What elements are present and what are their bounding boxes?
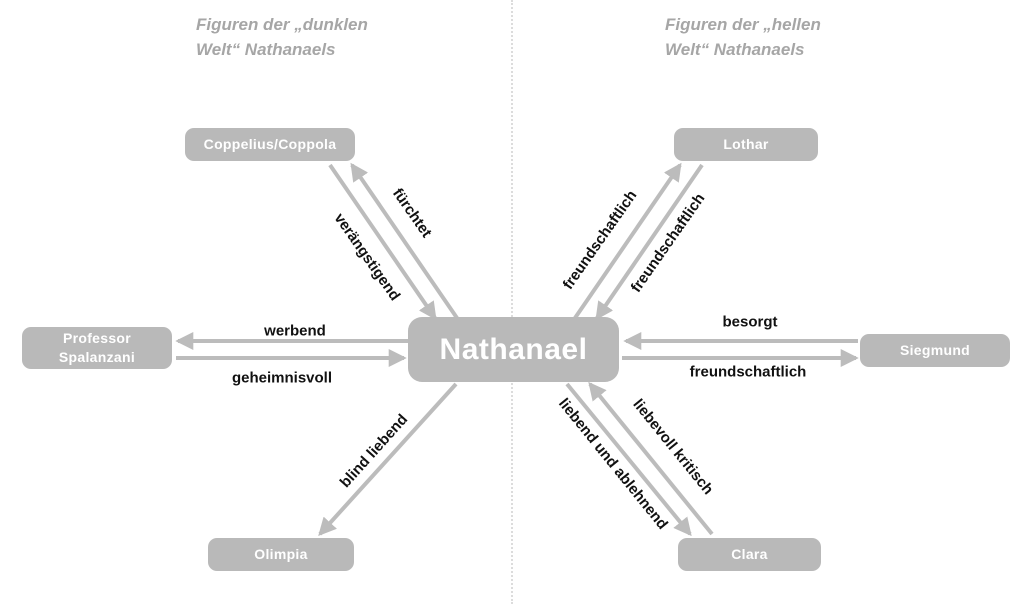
heading-bright-world-line1: Figuren der „hellen (665, 15, 821, 34)
heading-dark-world-line2: Welt“ Nathanaels (196, 40, 336, 59)
node-lothar: Lothar (674, 128, 818, 161)
edge-line-fuerchtet (350, 162, 459, 320)
edge-line-veraengstigend (328, 163, 437, 321)
node-clara: Clara (678, 538, 821, 571)
edge-line-blind_liebend (318, 382, 458, 537)
heading-bright-world: Figuren der „hellen Welt“ Nathanaels (665, 12, 821, 62)
edge-line-liebevoll_kritisch (588, 381, 714, 536)
node-coppelius-coppola: Coppelius/Coppola (185, 128, 355, 161)
edge-line-liebend_und_ablehnend (565, 382, 692, 537)
node-siegmund: Siegmund (860, 334, 1010, 367)
node-professor-spalanzani-line1: Professor (62, 330, 132, 346)
edge-line-freundschaftlich_von_lothar (595, 163, 704, 321)
heading-dark-world-line1: Figuren der „dunklen (196, 15, 368, 34)
heading-dark-world: Figuren der „dunklen Welt“ Nathanaels (196, 12, 368, 62)
node-olimpia: Olimpia (208, 538, 354, 571)
node-nathanael: Nathanael (408, 317, 619, 382)
edge-line-freundschaftlich_zu_lothar (573, 162, 682, 320)
node-professor-spalanzani-line2: Spalanzani (58, 349, 136, 365)
heading-bright-world-line2: Welt“ Nathanaels (665, 40, 805, 59)
center-divider-line (511, 0, 513, 604)
node-professor-spalanzani: Professor Spalanzani (22, 327, 172, 369)
